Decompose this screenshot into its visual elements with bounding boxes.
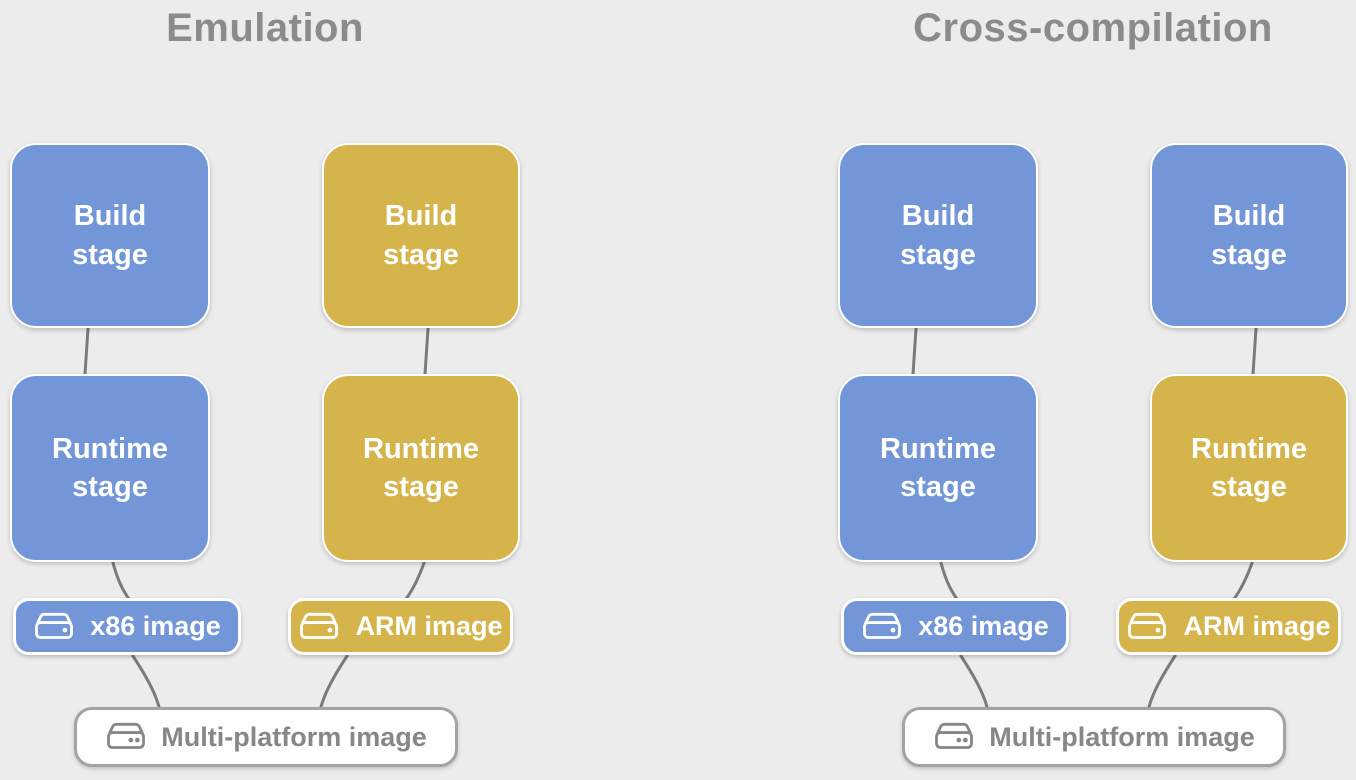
stage-label-line: Build	[1212, 200, 1286, 233]
stage-label-line: Runtime	[880, 432, 996, 465]
pill-label: ARM image	[1183, 611, 1331, 641]
build-stage-box: Build stage	[1150, 143, 1348, 328]
connector-build-runtime-right	[1251, 327, 1258, 376]
runtime-stage-box: Runtime stage	[1150, 374, 1348, 562]
stage-label-line: Runtime	[52, 432, 168, 465]
connector-pill-multi-left	[131, 654, 161, 709]
panel-title: Emulation	[166, 6, 364, 50]
stage-label-line: stage	[383, 238, 459, 271]
connector-lines	[911, 327, 1258, 709]
stage-label-line: Build	[73, 200, 147, 233]
stage-label-line: stage	[1211, 471, 1287, 503]
disk-image-icon	[300, 612, 339, 639]
disk-image-icon	[35, 612, 74, 639]
connector-runtime-pill-right	[1232, 561, 1254, 601]
disk-image-icon	[863, 612, 902, 639]
disk-image-icon	[107, 722, 146, 749]
pill-label: ARM image	[355, 611, 503, 641]
multi-platform-image-pill: Multi-platform image	[74, 707, 458, 767]
x86-image-pill: x86 image	[13, 598, 241, 655]
stage-label-line: Runtime	[1191, 432, 1307, 465]
stage-label-line: stage	[900, 471, 976, 503]
connector-runtime-pill-left	[111, 561, 131, 601]
stage-label-line: stage	[383, 471, 459, 503]
connector-build-runtime-left	[83, 327, 90, 376]
stage-label-line: stage	[72, 238, 148, 271]
disk-image-icon	[1128, 612, 1167, 639]
connector-build-runtime-right	[423, 327, 430, 376]
connector-pill-multi-right	[319, 654, 349, 709]
stage-label-line: Build	[384, 200, 458, 233]
pill-label: x86 image	[918, 611, 1049, 641]
connector-pill-multi-right	[1147, 654, 1177, 709]
stage-label-line: stage	[72, 471, 148, 503]
pill-label: x86 image	[90, 611, 221, 641]
build-stage-box: Build stage	[838, 143, 1038, 328]
runtime-stage-box: Runtime stage	[10, 374, 210, 562]
arm-image-pill: ARM image	[1116, 598, 1341, 655]
connector-build-runtime-left	[911, 327, 918, 376]
connector-runtime-pill-right	[404, 561, 426, 601]
multi-platform-image-pill: Multi-platform image	[902, 707, 1286, 767]
runtime-stage-box: Runtime stage	[838, 374, 1038, 562]
panel-emulation: Emulation Build stage Build stage Runtim…	[0, 0, 530, 780]
stage-label-line: Runtime	[363, 432, 479, 465]
stage-label-line: stage	[1211, 238, 1287, 271]
stage-label-line: stage	[900, 238, 976, 271]
disk-image-icon	[935, 722, 974, 749]
panel-cross-compilation: Cross-compilation Build stage Build stag…	[828, 0, 1356, 780]
pill-label: Multi-platform image	[989, 721, 1255, 752]
connector-runtime-pill-left	[939, 561, 959, 601]
connector-lines	[83, 327, 430, 709]
runtime-stage-box: Runtime stage	[322, 374, 520, 562]
panel-title: Cross-compilation	[913, 6, 1273, 50]
build-stage-box: Build stage	[322, 143, 520, 328]
stage-label-line: Build	[901, 200, 975, 233]
build-stage-box: Build stage	[10, 143, 210, 328]
x86-image-pill: x86 image	[841, 598, 1069, 655]
pill-label: Multi-platform image	[161, 721, 427, 752]
connector-pill-multi-left	[959, 654, 989, 709]
arm-image-pill: ARM image	[288, 598, 513, 655]
